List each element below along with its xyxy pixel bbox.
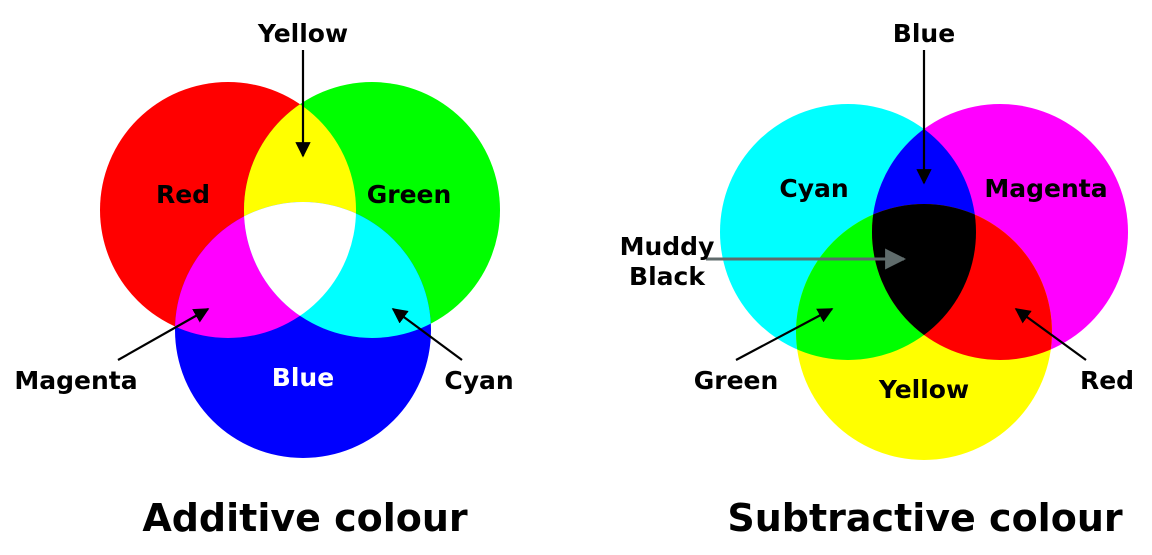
subtractive-red-arrow <box>1014 308 1087 361</box>
additive-red-label: Red <box>156 180 210 209</box>
subtractive-magenta-label: Magenta <box>984 174 1107 203</box>
additive-magenta-arrow <box>117 308 210 361</box>
subtractive-green-arrow <box>735 308 834 361</box>
additive-magenta-label: Magenta <box>14 366 137 395</box>
additive-blue-label: Blue <box>272 363 334 392</box>
subtractive-red-label: Red <box>1080 366 1134 395</box>
additive-green-label: Green <box>367 180 452 209</box>
subtractive-green-label: Green <box>694 366 779 395</box>
subtractive-diagram: Blue Cyan Magenta Muddy Black Green Yell… <box>620 19 1134 540</box>
additive-diagram: Yellow Red Green Blue Magenta Cyan Addit… <box>14 19 513 540</box>
subtractive-blue-label: Blue <box>893 19 955 48</box>
additive-cyan-arrow <box>391 308 463 361</box>
subtractive-cyan-label: Cyan <box>779 174 848 203</box>
subtractive-black-center <box>872 204 976 360</box>
subtractive-muddy-label-line2: Black <box>629 262 706 291</box>
subtractive-title: Subtractive colour <box>727 496 1122 540</box>
subtractive-yellow-label: Yellow <box>878 375 969 404</box>
additive-yellow-label: Yellow <box>257 19 348 48</box>
additive-title: Additive colour <box>142 496 468 540</box>
subtractive-muddy-label-line1: Muddy <box>620 232 715 261</box>
additive-cyan-label: Cyan <box>444 366 513 395</box>
